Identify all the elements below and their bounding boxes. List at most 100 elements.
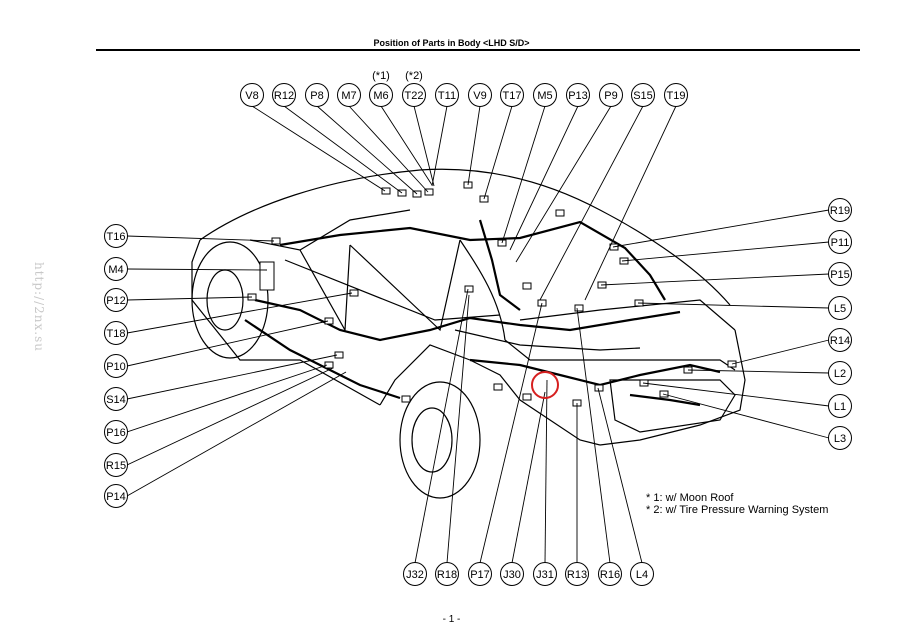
label-bubble — [104, 484, 128, 508]
label-bubble — [435, 83, 459, 107]
label-r14: R14 — [828, 328, 852, 352]
leader-line — [126, 292, 353, 334]
label-bubble — [828, 262, 852, 286]
label-text: R16 — [600, 569, 620, 581]
leader-line — [483, 105, 513, 200]
leader-line — [544, 379, 548, 564]
label-text: M4 — [108, 264, 123, 276]
leader-line — [576, 307, 611, 564]
footnote-1: * 1: w/ Moon Roof — [646, 492, 734, 504]
label-p10: P10 — [104, 354, 128, 378]
rear-quarter — [379, 344, 471, 406]
left-side-outline — [191, 239, 381, 406]
label-bubble — [598, 562, 622, 586]
label-bubble — [468, 562, 492, 586]
leader-line — [511, 391, 546, 564]
leader-line — [126, 320, 329, 367]
label-text: J31 — [536, 569, 554, 581]
leader-line — [126, 268, 268, 271]
label-sublabel: (*2) — [405, 70, 423, 82]
leader-lines — [126, 105, 830, 564]
label-text: M6 — [373, 90, 388, 102]
label-bubble — [500, 83, 524, 107]
connector — [381, 187, 391, 195]
label-text: L4 — [636, 569, 648, 581]
label-text: L1 — [834, 401, 846, 413]
leader-line — [479, 302, 543, 564]
label-r15: R15 — [104, 453, 128, 477]
leader-line — [126, 296, 253, 301]
label-bubble — [369, 83, 393, 107]
leader-line — [642, 382, 830, 407]
label-j30: J30 — [500, 562, 524, 586]
label-text: V9 — [473, 90, 486, 102]
wire-harness — [244, 219, 721, 407]
wheels — [191, 241, 481, 499]
leader-line — [126, 371, 347, 497]
label-bubble — [828, 230, 852, 254]
label-bubble — [565, 562, 589, 586]
label-bubble — [104, 453, 128, 477]
inner-floor — [454, 329, 641, 351]
label-bubble — [104, 387, 128, 411]
leader-line — [637, 302, 830, 309]
label-text: P15 — [830, 269, 850, 281]
label-v8: V8 — [240, 83, 264, 107]
label-bubble — [272, 83, 296, 107]
leader-line — [662, 393, 830, 439]
label-p14: P14 — [104, 484, 128, 508]
label-text: V8 — [245, 90, 258, 102]
leader-line — [380, 105, 433, 186]
connector — [324, 317, 334, 325]
label-text: T22 — [405, 90, 424, 102]
label-bubble — [828, 296, 852, 320]
connector — [594, 384, 604, 392]
label-bubble — [402, 83, 426, 107]
label-t22: T22 — [402, 83, 426, 107]
label-bubble — [500, 562, 524, 586]
connector — [401, 395, 411, 403]
label-l1: L1 — [828, 394, 852, 418]
leader-line — [446, 294, 470, 564]
leader-line — [431, 105, 448, 187]
footnotes: * 1: w/ Moon Roof * 2: w/ Tire Pressure … — [646, 492, 828, 516]
connector — [464, 285, 474, 293]
label-t18: T18 — [104, 321, 128, 345]
label-text: T16 — [107, 231, 126, 243]
label-p17: P17 — [468, 562, 492, 586]
bumper-line — [469, 359, 601, 446]
label-r19: R19 — [828, 198, 852, 222]
label-j31: J31 — [533, 562, 557, 586]
leader-line — [539, 105, 644, 301]
label-m7: M7 — [337, 83, 361, 107]
leader-line — [283, 105, 403, 194]
sill-line — [284, 259, 501, 321]
title-rule — [96, 49, 860, 51]
label-j32: J32 — [403, 562, 427, 586]
label-bubble — [468, 83, 492, 107]
label-text: L3 — [834, 433, 846, 445]
connector — [424, 188, 434, 196]
label-bubble — [631, 83, 655, 107]
label-r12: R12 — [272, 83, 296, 107]
label-bubble — [828, 328, 852, 352]
leader-line — [515, 105, 612, 263]
label-bubble — [828, 361, 852, 385]
label-m5: M5 — [533, 83, 557, 107]
connector — [555, 209, 565, 217]
label-text: R18 — [437, 569, 457, 581]
leader-line — [621, 241, 830, 262]
rear-wheel — [399, 381, 481, 499]
rear-deck — [519, 299, 736, 331]
label-text: P8 — [310, 90, 323, 102]
label-m6: M6 — [369, 83, 393, 107]
label-text: T19 — [667, 90, 686, 102]
label-bubble — [533, 562, 557, 586]
label-s14: S14 — [104, 387, 128, 411]
leader-line — [316, 105, 418, 195]
label-bubble — [403, 562, 427, 586]
label-bubble — [104, 354, 128, 378]
label-text: P14 — [106, 491, 126, 503]
